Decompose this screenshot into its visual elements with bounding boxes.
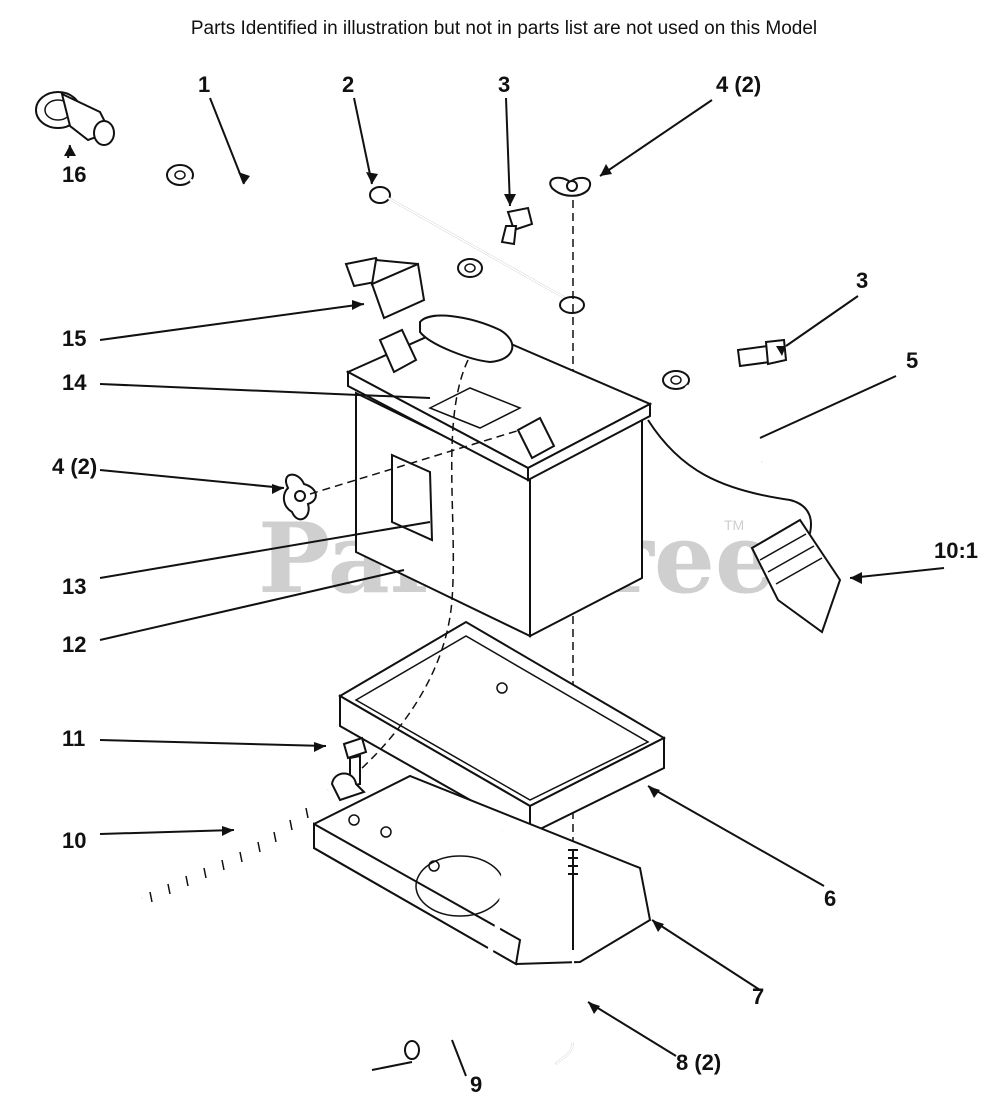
wing-nut-left-part[interactable] (282, 429, 521, 521)
callout-3-right: 3 (856, 268, 868, 293)
callout-6: 6 (824, 886, 836, 911)
callout-9: 9 (470, 1072, 482, 1097)
callout-12: 12 (62, 632, 86, 657)
callout-14: 14 (62, 370, 87, 395)
connector-cable-part[interactable] (647, 419, 842, 634)
callout-1: 1 (198, 72, 210, 97)
negative-cable-part[interactable] (662, 370, 764, 464)
parts-note: Parts Identified in illustration but not… (190, 18, 818, 39)
harness-wrap-part[interactable] (140, 787, 331, 903)
arrowheads (64, 145, 862, 1014)
bolt-right-part[interactable] (736, 338, 788, 368)
callout-16: 16 (62, 162, 86, 187)
callout-11: 11 (62, 726, 85, 751)
callout-4-top: 4 (2) (716, 72, 761, 97)
wing-nut-top-part[interactable] (549, 176, 591, 197)
battery-label (391, 453, 434, 542)
bolt-clamp-part[interactable] (330, 736, 368, 802)
callout-2: 2 (342, 72, 354, 97)
hold-down-rod-part[interactable] (369, 186, 585, 314)
callout-15: 15 (62, 326, 86, 351)
j-bolt-part[interactable] (555, 849, 578, 1065)
watermark-trademark: TM (724, 517, 744, 533)
callout-10-1: 10:1 (934, 538, 978, 563)
callout-10: 10 (62, 828, 86, 853)
terminal-cover-part[interactable] (344, 256, 426, 320)
mounting-plate-part[interactable] (313, 774, 652, 966)
callout-5: 5 (906, 348, 918, 373)
callout-8: 8 (2) (676, 1050, 721, 1075)
callout-4-left: 4 (2) (52, 454, 97, 479)
bolt-top-part[interactable] (500, 206, 534, 246)
positive-cable-part[interactable] (166, 164, 483, 278)
battery-part[interactable] (345, 314, 653, 638)
vent-tube-part[interactable] (404, 829, 508, 1060)
callout-13: 13 (62, 574, 86, 599)
battery-tray-part[interactable] (338, 359, 667, 836)
callout-3-top: 3 (498, 72, 510, 97)
terminal-boot-part[interactable] (35, 91, 115, 146)
callout-7: 7 (752, 984, 764, 1009)
